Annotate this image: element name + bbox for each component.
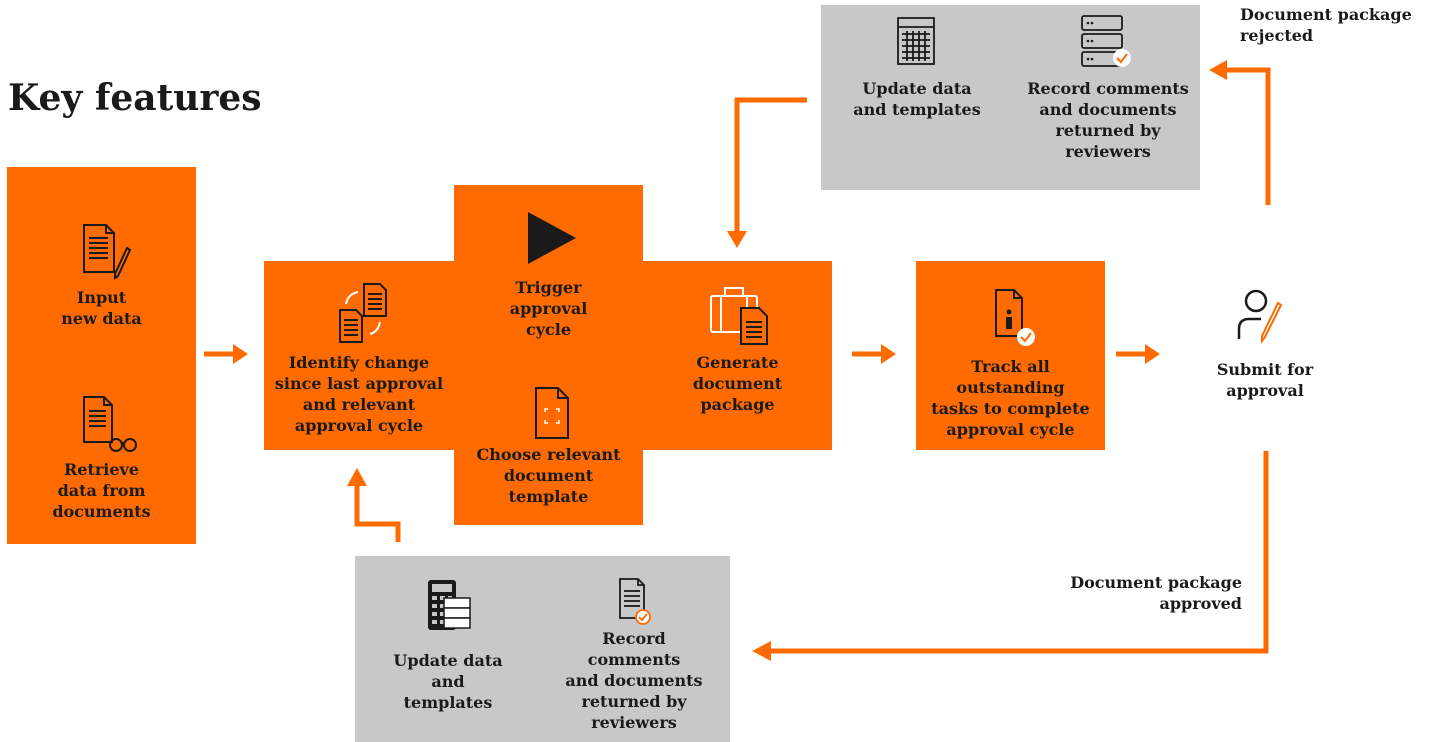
rejected-annotation: Document package rejected — [1240, 5, 1412, 45]
bottom-record-label: Record comments and documents returned b… — [565, 629, 703, 732]
briefcase-document-icon — [710, 287, 768, 345]
person-pen-icon — [1237, 289, 1283, 344]
document-binoculars-icon — [83, 396, 137, 452]
document-compare-icon — [339, 283, 387, 343]
submit-approval-label: Submit for approval — [1216, 360, 1314, 400]
bottom-feedback-panel — [355, 556, 730, 742]
top-record-label: Record comments and documents returned b… — [1027, 79, 1189, 161]
document-info-check-icon — [995, 289, 1035, 346]
top-update-label: Update data and templates — [853, 79, 981, 119]
trigger-approval-label: Trigger approval cycle — [509, 278, 588, 339]
arrow-bottom-panel-to-identify — [354, 486, 401, 542]
arrow-submit-to-top-panel — [1226, 67, 1271, 205]
spreadsheet-icon — [897, 17, 935, 65]
retrieve-data-label: Retrieve data from documents — [52, 460, 151, 521]
document-template-icon — [535, 387, 569, 439]
arrow-submit-to-bottom-panel — [770, 451, 1269, 654]
approved-annotation: Document package approved — [1070, 573, 1242, 613]
play-icon — [528, 212, 576, 264]
bottom-update-label: Update data and templates — [393, 651, 503, 712]
generate-package-label: Generate document package — [692, 353, 783, 414]
identify-change-label: Identify change since last approval and … — [274, 353, 444, 435]
server-check-icon — [1081, 15, 1131, 67]
document-pen-icon — [83, 224, 132, 280]
choose-template-label: Choose relevant document template — [476, 445, 621, 506]
track-panel — [916, 261, 1105, 450]
arrow-top-panel-to-generate — [734, 97, 807, 232]
document-check-icon — [619, 578, 651, 625]
track-tasks-label: Track all outstanding tasks to complete … — [931, 357, 1090, 439]
calculator-list-icon — [428, 580, 471, 630]
page-title: Key features — [8, 77, 262, 119]
input-retrieve-panel — [7, 167, 196, 544]
input-new-data-label: Input new data — [61, 288, 142, 328]
top-feedback-panel — [821, 5, 1200, 190]
